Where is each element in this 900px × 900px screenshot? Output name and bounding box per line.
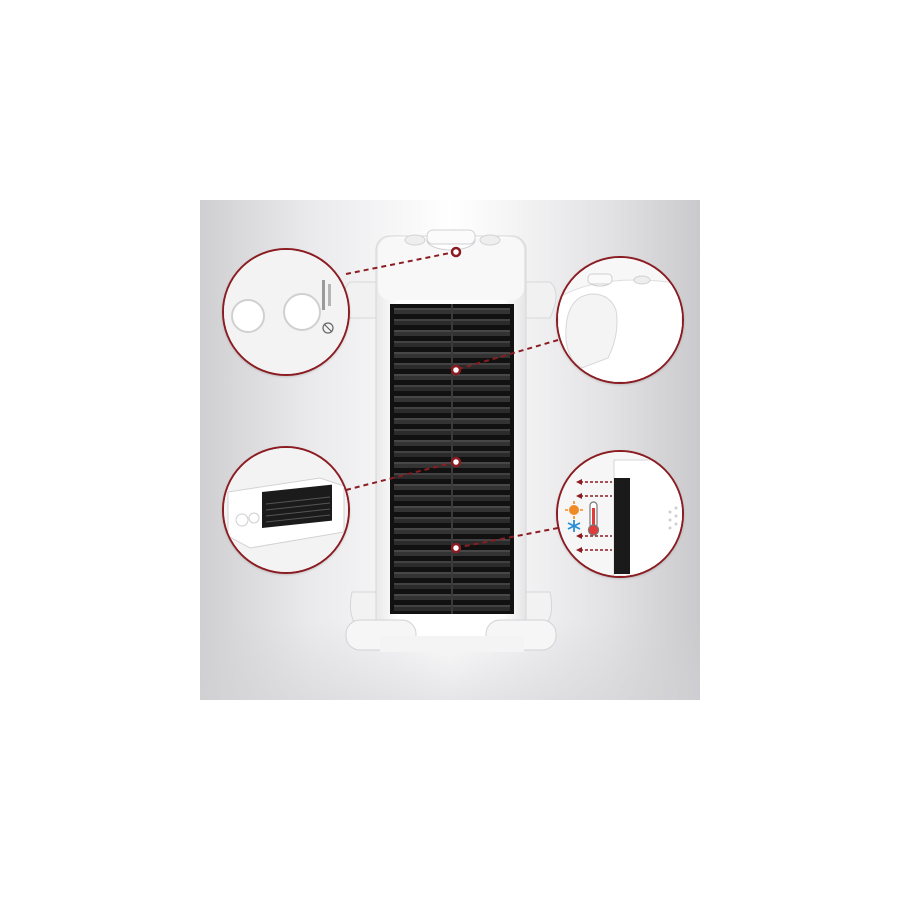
callout-control-knobs [222,248,350,376]
sun-icon [565,501,583,519]
callout-hot-cold-air [556,450,684,578]
callout-guides [345,246,559,554]
product-photo [200,200,700,700]
snowflake-icon [567,520,581,532]
marker-dot [450,542,462,554]
marker-dot [450,364,462,376]
marker-dot [450,246,462,258]
rotary-knob-icon [558,258,682,382]
callout-horizontal-mode [222,446,350,574]
marker-dot [450,456,462,468]
hot-cold-air-icon [558,452,682,576]
thermometer-icon [587,501,600,536]
callout-thermostat-knob [556,256,684,384]
twin-knobs-icon [224,250,348,374]
heater-lying-icon [224,448,348,572]
